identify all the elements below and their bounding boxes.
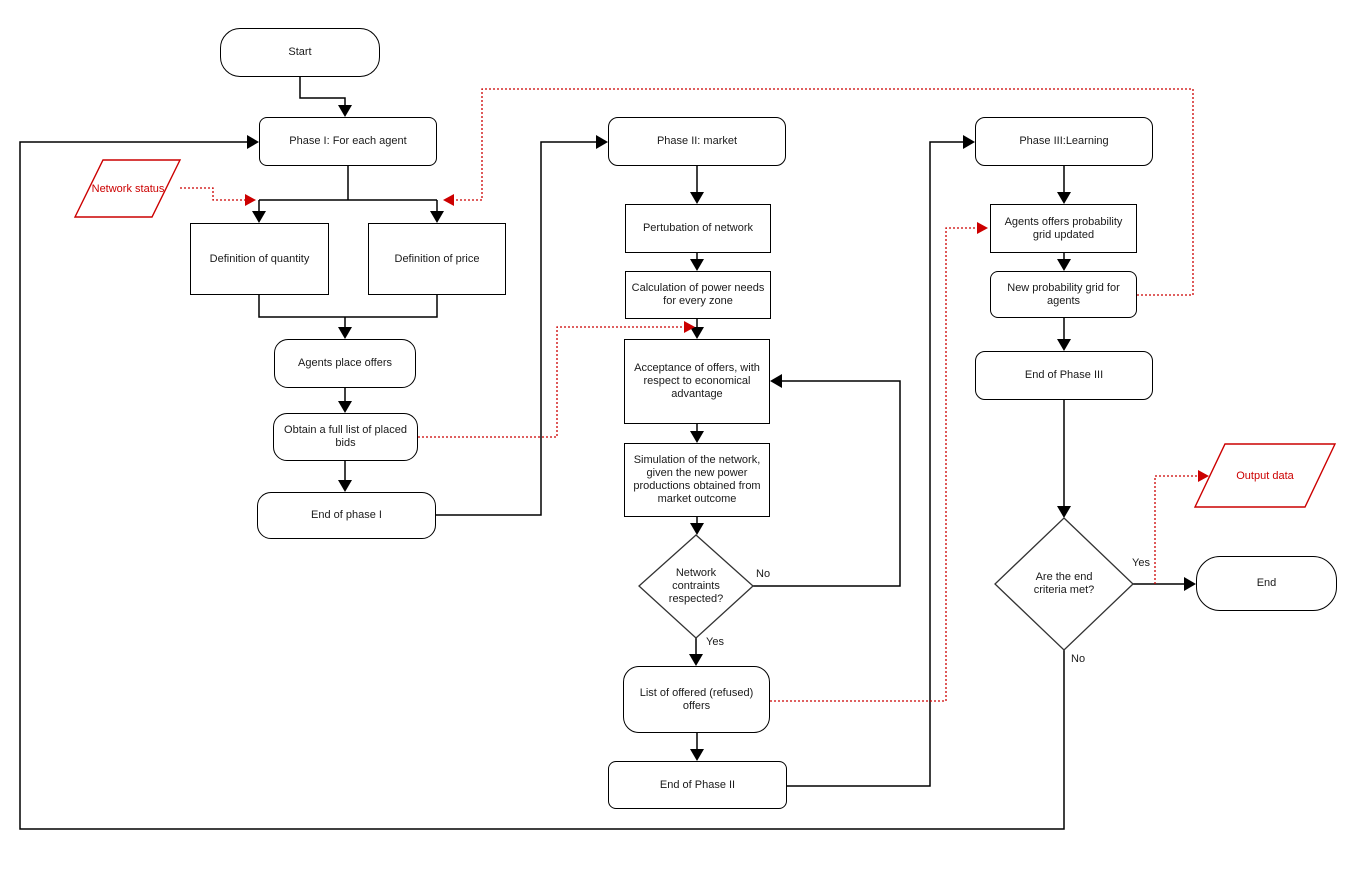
edge-start-phase1: [299, 77, 346, 106]
edge-listoffers-agentsgrid: [770, 227, 977, 702]
end-criteria-decision-label: Are the end criteria met?: [1033, 571, 1095, 596]
node-phase3: Phase III:Learning: [975, 117, 1153, 166]
node-end: End: [1196, 556, 1337, 611]
edge-decision2-no-phase1: [19, 141, 1065, 830]
edge-label-constraints-yes: Yes: [706, 636, 724, 648]
edge-obtainlist-acceptance: [418, 326, 684, 438]
edge-endphase1-phase2: [436, 141, 597, 516]
node-phase1: Phase I: For each agent: [259, 117, 437, 166]
node-end-of-phase3: End of Phase III: [975, 351, 1153, 400]
node-pertubation-of-network: Pertubation of network: [625, 204, 771, 253]
red-arrowheads: [245, 194, 1209, 482]
black-arrowheads: [247, 105, 1196, 761]
node-end-of-phase1: End of phase I: [257, 492, 436, 539]
edge-label-constraints-no: No: [756, 568, 771, 580]
node-agents-place-offers: Agents place offers: [274, 339, 416, 388]
node-calculation-power-needs: Calculation of power needs for every zon…: [625, 271, 771, 319]
node-phase2: Phase II: market: [608, 117, 786, 166]
edge-phase1-branch: [258, 166, 438, 212]
node-agents-offers-grid-updated: Agents offers probability grid updated: [990, 204, 1137, 253]
output-data-parallelogram: [1193, 443, 1337, 508]
edge-label-criteria-yes: Yes: [1132, 557, 1150, 569]
node-simulation-of-network: Simulation of the network, given the new…: [624, 443, 770, 517]
edge-decision1-no-loop: [753, 380, 901, 587]
output-data-label: Output data: [1236, 469, 1294, 482]
edge-branch-join: [258, 295, 438, 328]
edge-newprob-feedback-top: [455, 88, 1194, 296]
node-start: Start: [220, 28, 380, 77]
node-definition-of-quantity: Definition of quantity: [190, 223, 329, 295]
network-constraints-diamond: [638, 534, 754, 639]
network-status-label: Network status: [91, 182, 165, 195]
node-definition-of-price: Definition of price: [368, 223, 506, 295]
node-acceptance-of-offers: Acceptance of offers, with respect to ec…: [624, 339, 770, 424]
edge-yes-outputdata: [1154, 475, 1198, 584]
edge-endphase2-phase3: [787, 141, 964, 787]
end-criteria-diamond: [994, 517, 1134, 651]
network-status-parallelogram: [73, 159, 182, 218]
edge-label-criteria-no: No: [1071, 653, 1086, 665]
node-list-of-offered-offers: List of offered (refused) offers: [623, 666, 770, 733]
node-obtain-list-of-bids: Obtain a full list of placed bids: [273, 413, 418, 461]
node-new-probability-grid: New probability grid for agents: [990, 271, 1137, 318]
edge-networkstatus-quantity: [180, 187, 245, 201]
node-end-of-phase2: End of Phase II: [608, 761, 787, 809]
network-constraints-decision-label: Network contraints respected?: [668, 566, 724, 605]
